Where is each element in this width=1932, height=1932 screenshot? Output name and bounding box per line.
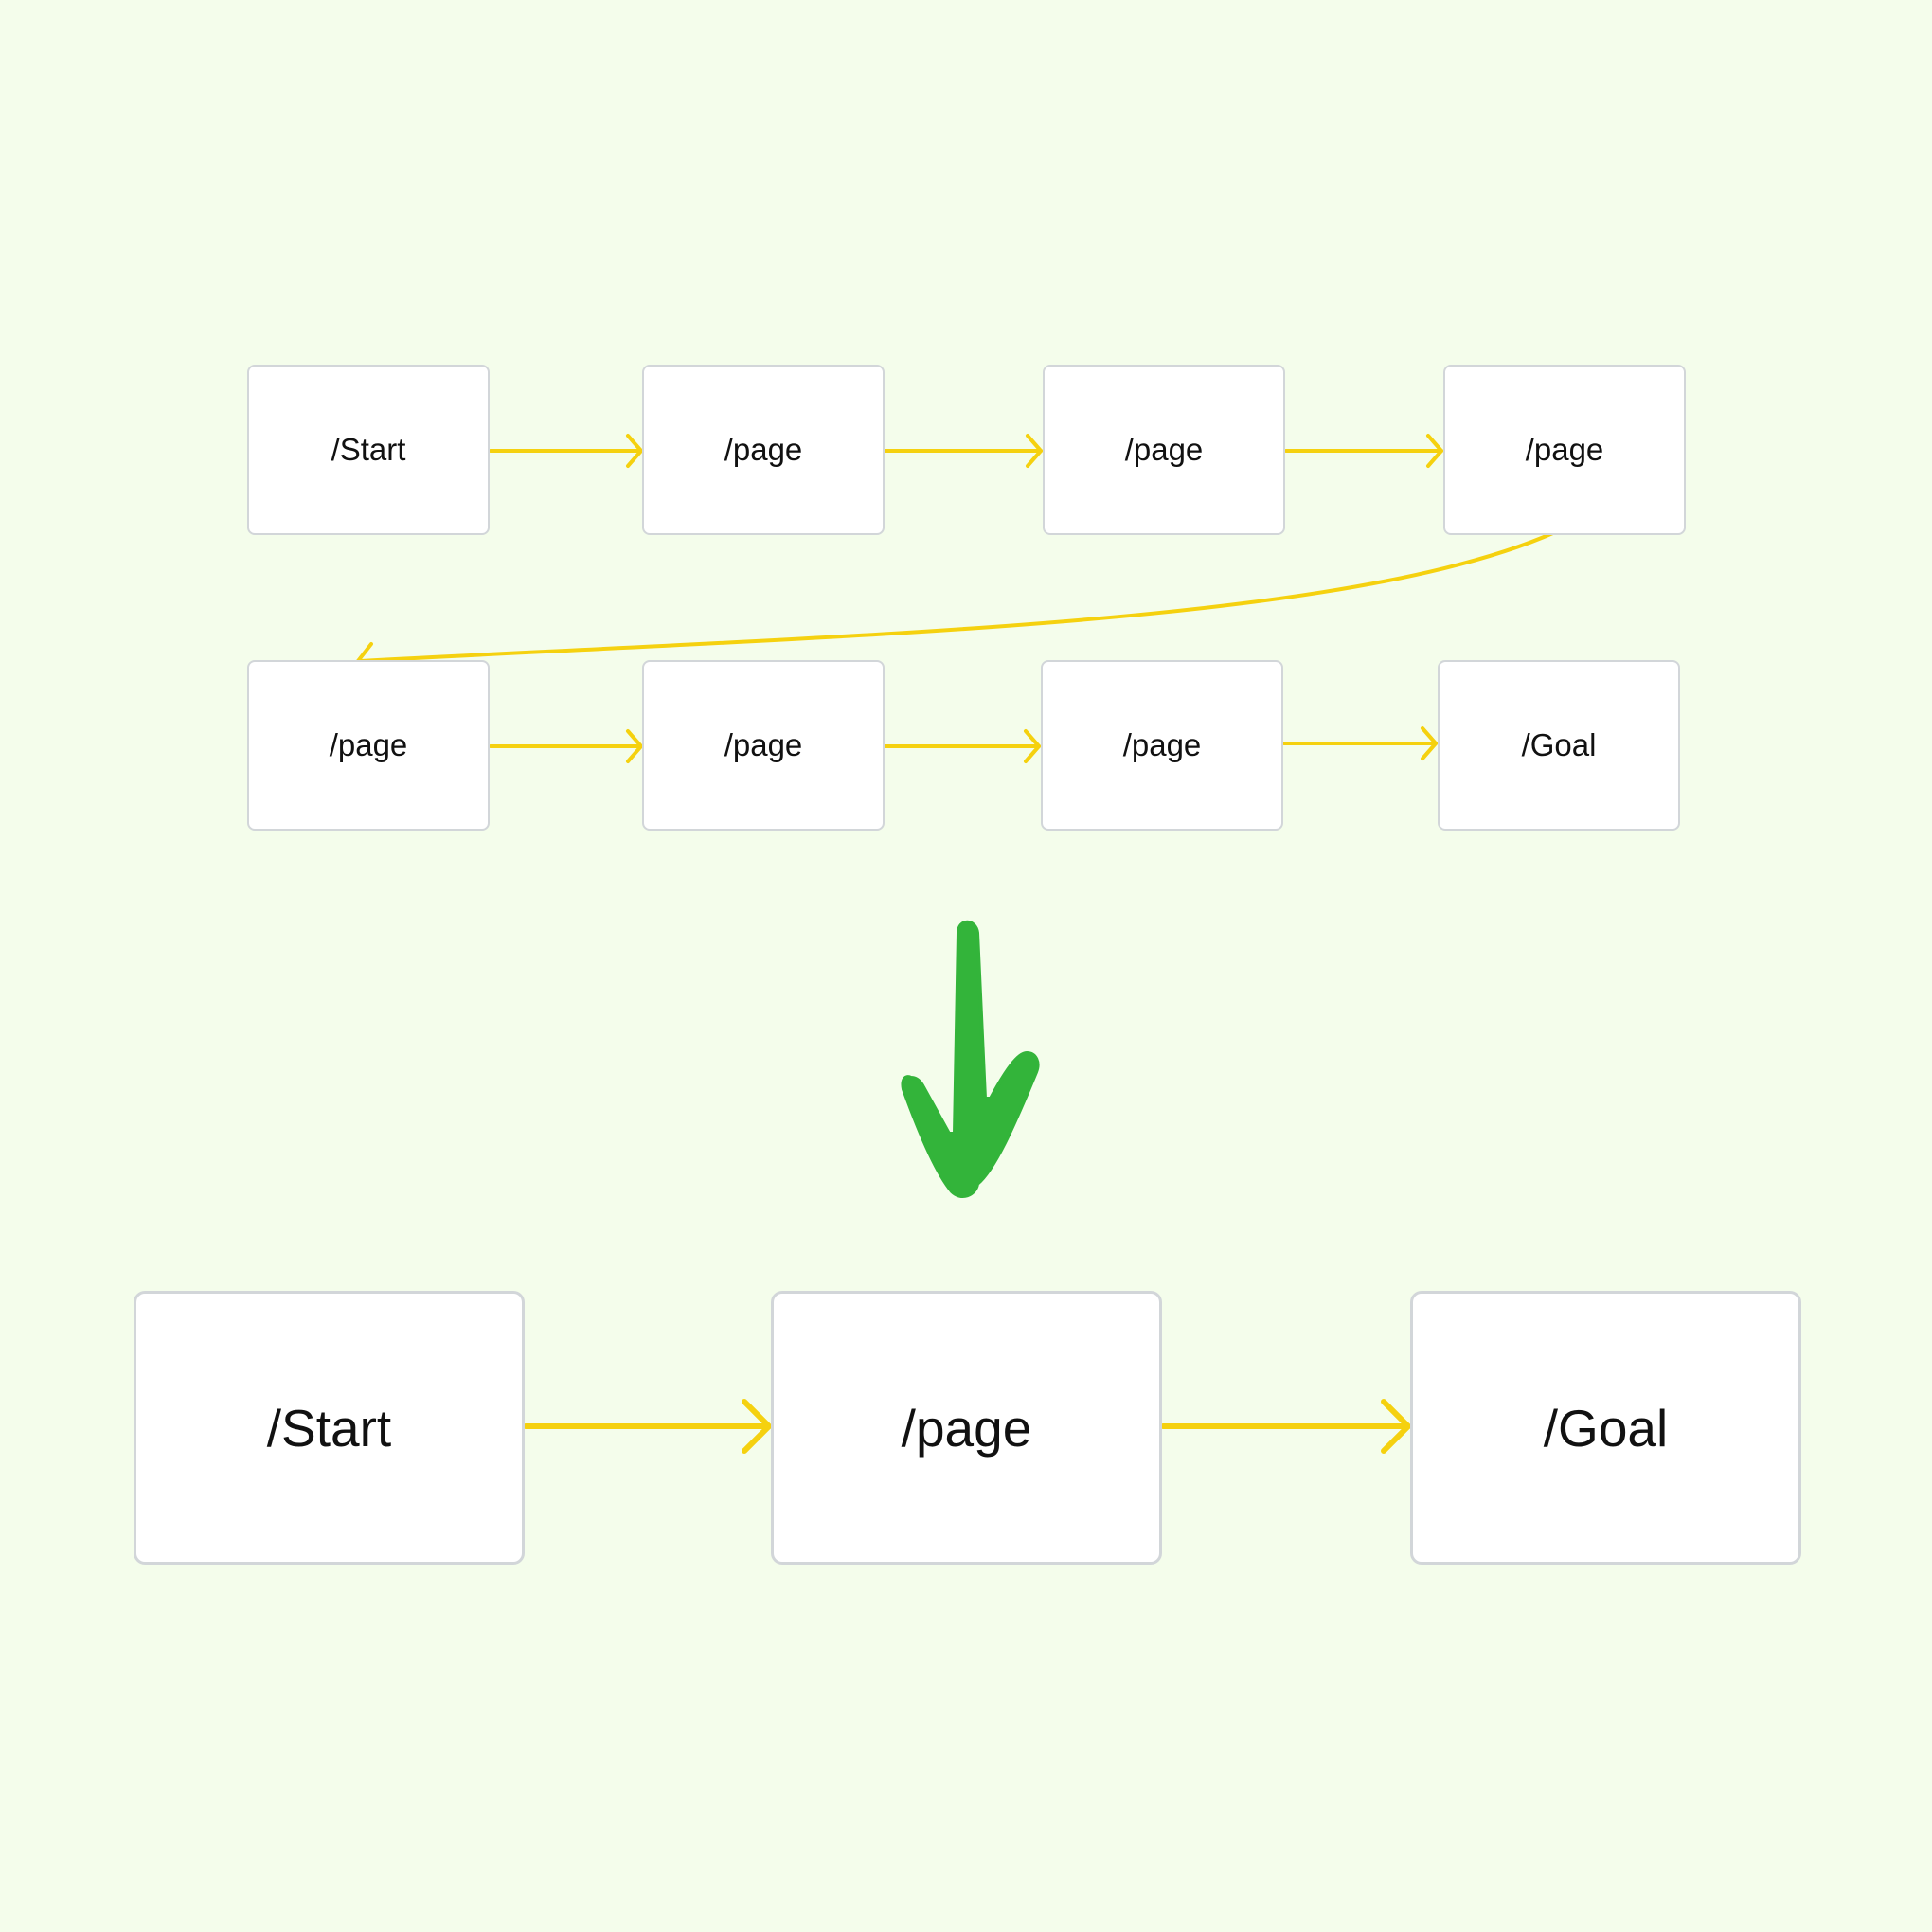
node-label: /page <box>724 432 803 467</box>
node-start: /Start <box>247 365 490 535</box>
node-page: /page <box>1043 365 1285 535</box>
result-node-goal: /Goal <box>1410 1291 1801 1565</box>
node-label: /page <box>329 727 408 762</box>
node-label: /page <box>901 1398 1032 1458</box>
node-label: /page <box>1122 727 1202 762</box>
arrow-row1-2-to-3 <box>884 434 1043 468</box>
node-page: /page <box>247 660 490 831</box>
node-label: /Start <box>331 432 406 467</box>
arrow-row2-2-to-3 <box>884 729 1041 763</box>
arrow-row1-1-to-2 <box>489 434 643 468</box>
node-page: /page <box>642 660 885 831</box>
node-label: /page <box>724 727 803 762</box>
node-label: /page <box>1525 432 1604 467</box>
arrow-wrap-to-row2 <box>356 530 1557 672</box>
node-label: /Start <box>266 1398 392 1458</box>
result-node-page: /page <box>771 1291 1162 1565</box>
result-node-start: /Start <box>134 1291 525 1565</box>
node-label: /Goal <box>1521 727 1597 762</box>
node-page: /page <box>642 365 885 535</box>
node-page: /page <box>1041 660 1283 831</box>
node-page: /page <box>1443 365 1686 535</box>
node-label: /Goal <box>1543 1398 1669 1458</box>
arrow-row2-1-to-2 <box>489 729 643 763</box>
arrow-result-1-to-2 <box>523 1399 772 1454</box>
arrow-row2-3-to-4 <box>1282 726 1438 760</box>
node-label: /page <box>1124 432 1204 467</box>
arrow-result-2-to-3 <box>1160 1399 1411 1454</box>
arrow-down-icon <box>901 920 1040 1199</box>
node-goal: /Goal <box>1438 660 1680 831</box>
arrow-row1-3-to-4 <box>1284 434 1443 468</box>
